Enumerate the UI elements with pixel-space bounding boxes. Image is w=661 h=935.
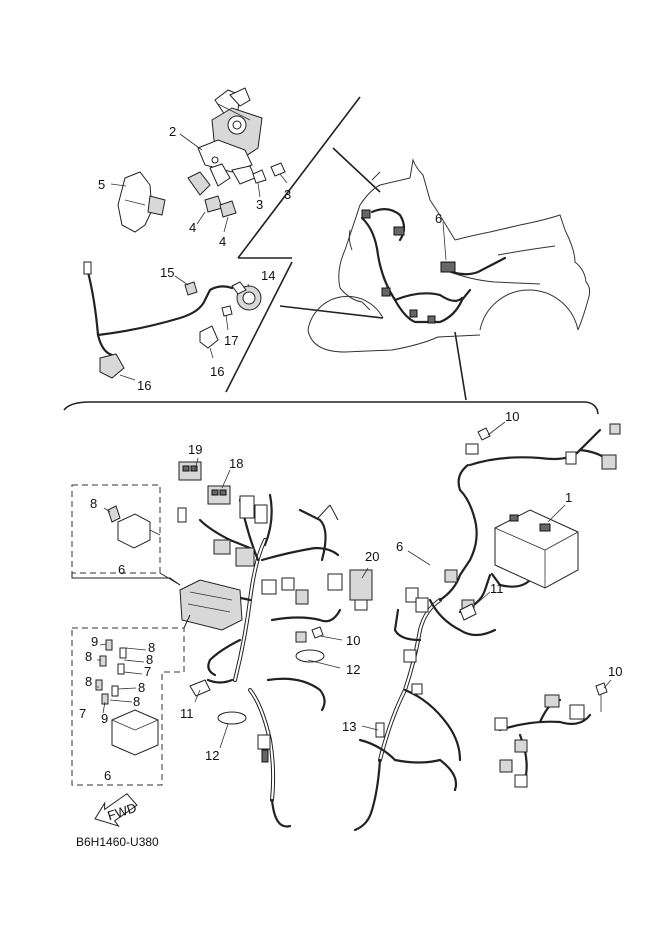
clamps [189, 603, 477, 725]
relay-assembly-main [179, 579, 243, 631]
callout-8f: 8 [133, 694, 140, 709]
callout-12a: 12 [346, 662, 360, 677]
screws-10 [311, 427, 608, 712]
bracket-5 [117, 171, 166, 233]
callout-18: 18 [229, 456, 243, 471]
callout-7b: 7 [79, 706, 86, 721]
callout-11b: 11 [490, 581, 504, 596]
callout-7a: 7 [144, 664, 151, 679]
inset-relay-2 [71, 614, 191, 786]
callout-17: 17 [224, 333, 238, 348]
callout-4b: 4 [219, 234, 226, 249]
callout-8-box1: 8 [90, 496, 97, 511]
callout-13: 13 [342, 719, 356, 734]
callout-15: 15 [160, 265, 174, 280]
callout-8e: 8 [138, 680, 145, 695]
callout-10c: 10 [608, 664, 622, 679]
callout-numbers: 2 5 3 3 4 4 6 15 14 17 16 16 10 19 18 1 … [79, 124, 622, 783]
forward-arrow [94, 793, 138, 827]
callout-3a: 3 [284, 187, 291, 202]
callout-8b: 8 [85, 649, 92, 664]
callout-9a: 9 [91, 634, 98, 649]
harness-connectors [177, 423, 621, 788]
leader-lines [97, 133, 612, 749]
callout-4a: 4 [189, 220, 196, 235]
main-wire-harness [198, 428, 612, 832]
callout-12b: 12 [205, 748, 219, 763]
sensor-lead-assembly [83, 261, 262, 379]
main-switch-assembly [187, 87, 263, 196]
callout-6-box2: 6 [104, 768, 111, 783]
callout-16b: 16 [210, 364, 224, 379]
callout-6-top: 6 [435, 211, 442, 226]
scooter-outline [307, 158, 591, 353]
callout-6-main: 6 [396, 539, 403, 554]
callout-3b: 3 [256, 197, 263, 212]
callout-11a: 11 [180, 706, 194, 721]
callout-8c: 8 [146, 652, 153, 667]
battery [494, 509, 579, 589]
callout-14: 14 [261, 268, 275, 283]
callout-16a: 16 [137, 378, 151, 393]
section-frames [63, 96, 599, 415]
callout-2: 2 [169, 124, 176, 139]
callout-8a: 8 [148, 640, 155, 655]
callout-19: 19 [188, 442, 202, 457]
nuts-4 [204, 195, 237, 218]
callout-6-box1: 6 [118, 562, 125, 577]
callout-8d: 8 [85, 674, 92, 689]
callout-10b: 10 [346, 633, 360, 648]
callout-1: 1 [565, 490, 572, 505]
diagram-code: B6H1460-U380 [76, 835, 159, 849]
inset-relay-1 [71, 484, 181, 586]
fwd-label: FWD [106, 800, 139, 823]
callout-20: 20 [365, 549, 379, 564]
callout-5: 5 [98, 177, 105, 192]
screws-3 [252, 162, 286, 184]
callout-10a: 10 [505, 409, 519, 424]
callout-9b: 9 [101, 711, 108, 726]
scooter-harness-overview [360, 208, 507, 324]
